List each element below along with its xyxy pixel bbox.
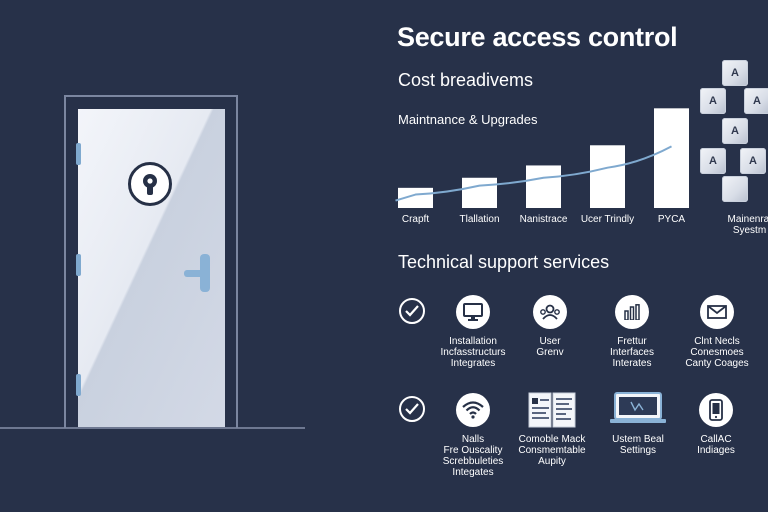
- check-icon: [399, 298, 425, 324]
- support-item-label-line: Incfasstructurs: [440, 347, 506, 358]
- chart-bar: [590, 145, 625, 208]
- cube-block: A: [722, 60, 748, 86]
- check-icon: [399, 396, 425, 422]
- support-item-label-line: Aupity: [538, 456, 566, 467]
- cost-chart: [395, 108, 689, 208]
- chart-title: Maintnance & Upgrades: [398, 112, 538, 127]
- support-item-label-line: Screbbuleties: [442, 456, 504, 467]
- chart-tick-label: Ucer Trindly: [580, 214, 635, 225]
- page-title: Secure access control: [397, 22, 678, 52]
- cube-block: A: [722, 118, 748, 144]
- door-hinge: [76, 254, 81, 276]
- cube-block: A: [700, 88, 726, 114]
- support-item-label-line: Interates: [612, 358, 652, 369]
- wifi-icon: [456, 393, 490, 427]
- support-item-label-line: Interfaces: [610, 347, 654, 358]
- support-item-label-line: Comoble Mack: [518, 434, 586, 445]
- support-item-label-line: Installation: [449, 336, 497, 347]
- door-frame: [64, 95, 238, 428]
- document-icon: [528, 392, 576, 433]
- chart-bar: [398, 187, 433, 208]
- user-group-icon: [533, 295, 567, 329]
- chart-bar: [526, 165, 561, 208]
- support-item-label-line: Integates: [452, 467, 494, 478]
- support-item-label-line: User: [539, 336, 561, 347]
- chart-tick-label-line: Mainenral: [727, 214, 768, 225]
- cube-block: A: [740, 148, 766, 174]
- cost-heading: Cost breadivems: [398, 70, 534, 90]
- chart-bar: [654, 108, 689, 208]
- cube-block: A: [700, 148, 726, 174]
- support-item-label-line: Canty Coages: [685, 358, 749, 369]
- cube-block: [722, 176, 748, 202]
- phone-icon: [699, 393, 733, 427]
- envelope-icon: [700, 295, 734, 329]
- support-item-label-line: Ustem Beal: [612, 434, 664, 445]
- support-item-label-line: Consmemtable: [518, 445, 586, 456]
- trend-line: [395, 145, 672, 202]
- keyhole-icon: [128, 162, 172, 206]
- monitor-icon: [456, 295, 490, 329]
- support-item-label-line: CallAC: [700, 434, 732, 445]
- chart-tick-label: PYCA: [657, 214, 686, 225]
- support-item-label-line: Grenv: [536, 347, 564, 358]
- floor-line: [0, 427, 305, 429]
- door-hinge: [76, 143, 81, 165]
- support-item-label-line: Frettur: [617, 336, 647, 347]
- chart-tick-label: Nanistrace: [519, 214, 568, 225]
- door-handle-bar: [184, 270, 210, 277]
- door-hinge: [76, 374, 81, 396]
- chart-tick-label: Crapft: [401, 214, 430, 225]
- support-heading: Technical support services: [398, 252, 610, 272]
- chart-tick-label: Tlallation: [459, 214, 500, 225]
- bar-chart-icon: [615, 295, 649, 329]
- support-item-label-line: Conesmoes: [690, 347, 744, 358]
- laptop-icon: [609, 392, 667, 429]
- support-item-label-line: Settings: [619, 445, 657, 456]
- cube-block: A: [744, 88, 768, 114]
- support-item-label-line: Fre Ouscality: [443, 445, 503, 456]
- support-item-label-line: Nalls: [461, 434, 485, 445]
- support-item-label-line: Integrates: [450, 358, 496, 369]
- support-item-label-line: Indiages: [697, 445, 735, 456]
- chart-tick-label-line: Syestm: [732, 225, 767, 236]
- support-item-label-line: Clnt Necls: [694, 336, 740, 347]
- chart-bar: [462, 177, 497, 208]
